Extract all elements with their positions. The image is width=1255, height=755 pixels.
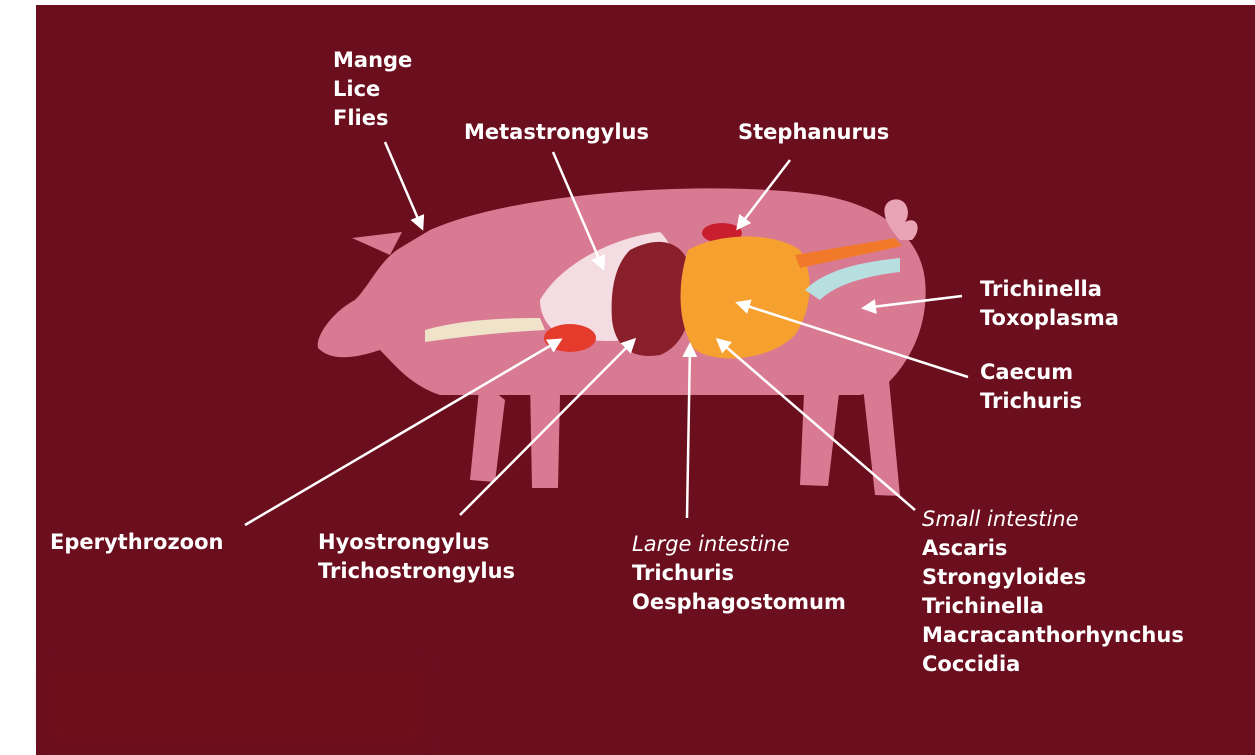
label-lice: Lice: [333, 75, 412, 104]
label-coccidia: Coccidia: [922, 650, 1184, 679]
label-hyostrongylus: Hyostrongylus: [318, 528, 515, 557]
label-macracanthorhynchus: Macracanthorhynchus: [922, 621, 1184, 650]
label-trichuris-caecum: Trichuris: [980, 387, 1082, 416]
heart: [544, 324, 596, 352]
label-trichostrongylus: Trichostrongylus: [318, 557, 515, 586]
label-trichinella-muscle: Trichinella: [980, 275, 1119, 304]
label-oesphagostomum: Oesphagostomum: [632, 588, 846, 617]
label-stomach-parasites: Hyostrongylus Trichostrongylus: [318, 528, 515, 586]
label-external-parasites: Mange Lice Flies: [333, 46, 412, 133]
label-metastrongylus: Metastrongylus: [464, 118, 649, 147]
label-mange: Mange: [333, 46, 412, 75]
label-toxoplasma: Toxoplasma: [980, 304, 1119, 333]
label-eperythrozoon: Eperythrozoon: [50, 528, 223, 557]
label-large-intestine-group: Large intestine Trichuris Oesphagostomum: [632, 530, 846, 617]
label-muscle-parasites: Trichinella Toxoplasma: [980, 275, 1119, 333]
label-ascaris: Ascaris: [922, 534, 1184, 563]
label-caecum: Caecum: [980, 358, 1082, 387]
arrow-external: [385, 142, 422, 228]
label-small-intestine-heading: Small intestine: [922, 505, 1184, 534]
label-caecum-group: Caecum Trichuris: [980, 358, 1082, 416]
label-trichinella-small: Trichinella: [922, 592, 1184, 621]
label-stephanurus: Stephanurus: [738, 118, 889, 147]
label-strongyloides: Strongyloides: [922, 563, 1184, 592]
label-trichuris-large: Trichuris: [632, 559, 846, 588]
label-small-intestine-group: Small intestine Ascaris Strongyloides Tr…: [922, 505, 1184, 679]
label-flies: Flies: [333, 104, 412, 133]
label-large-intestine-heading: Large intestine: [632, 530, 846, 559]
